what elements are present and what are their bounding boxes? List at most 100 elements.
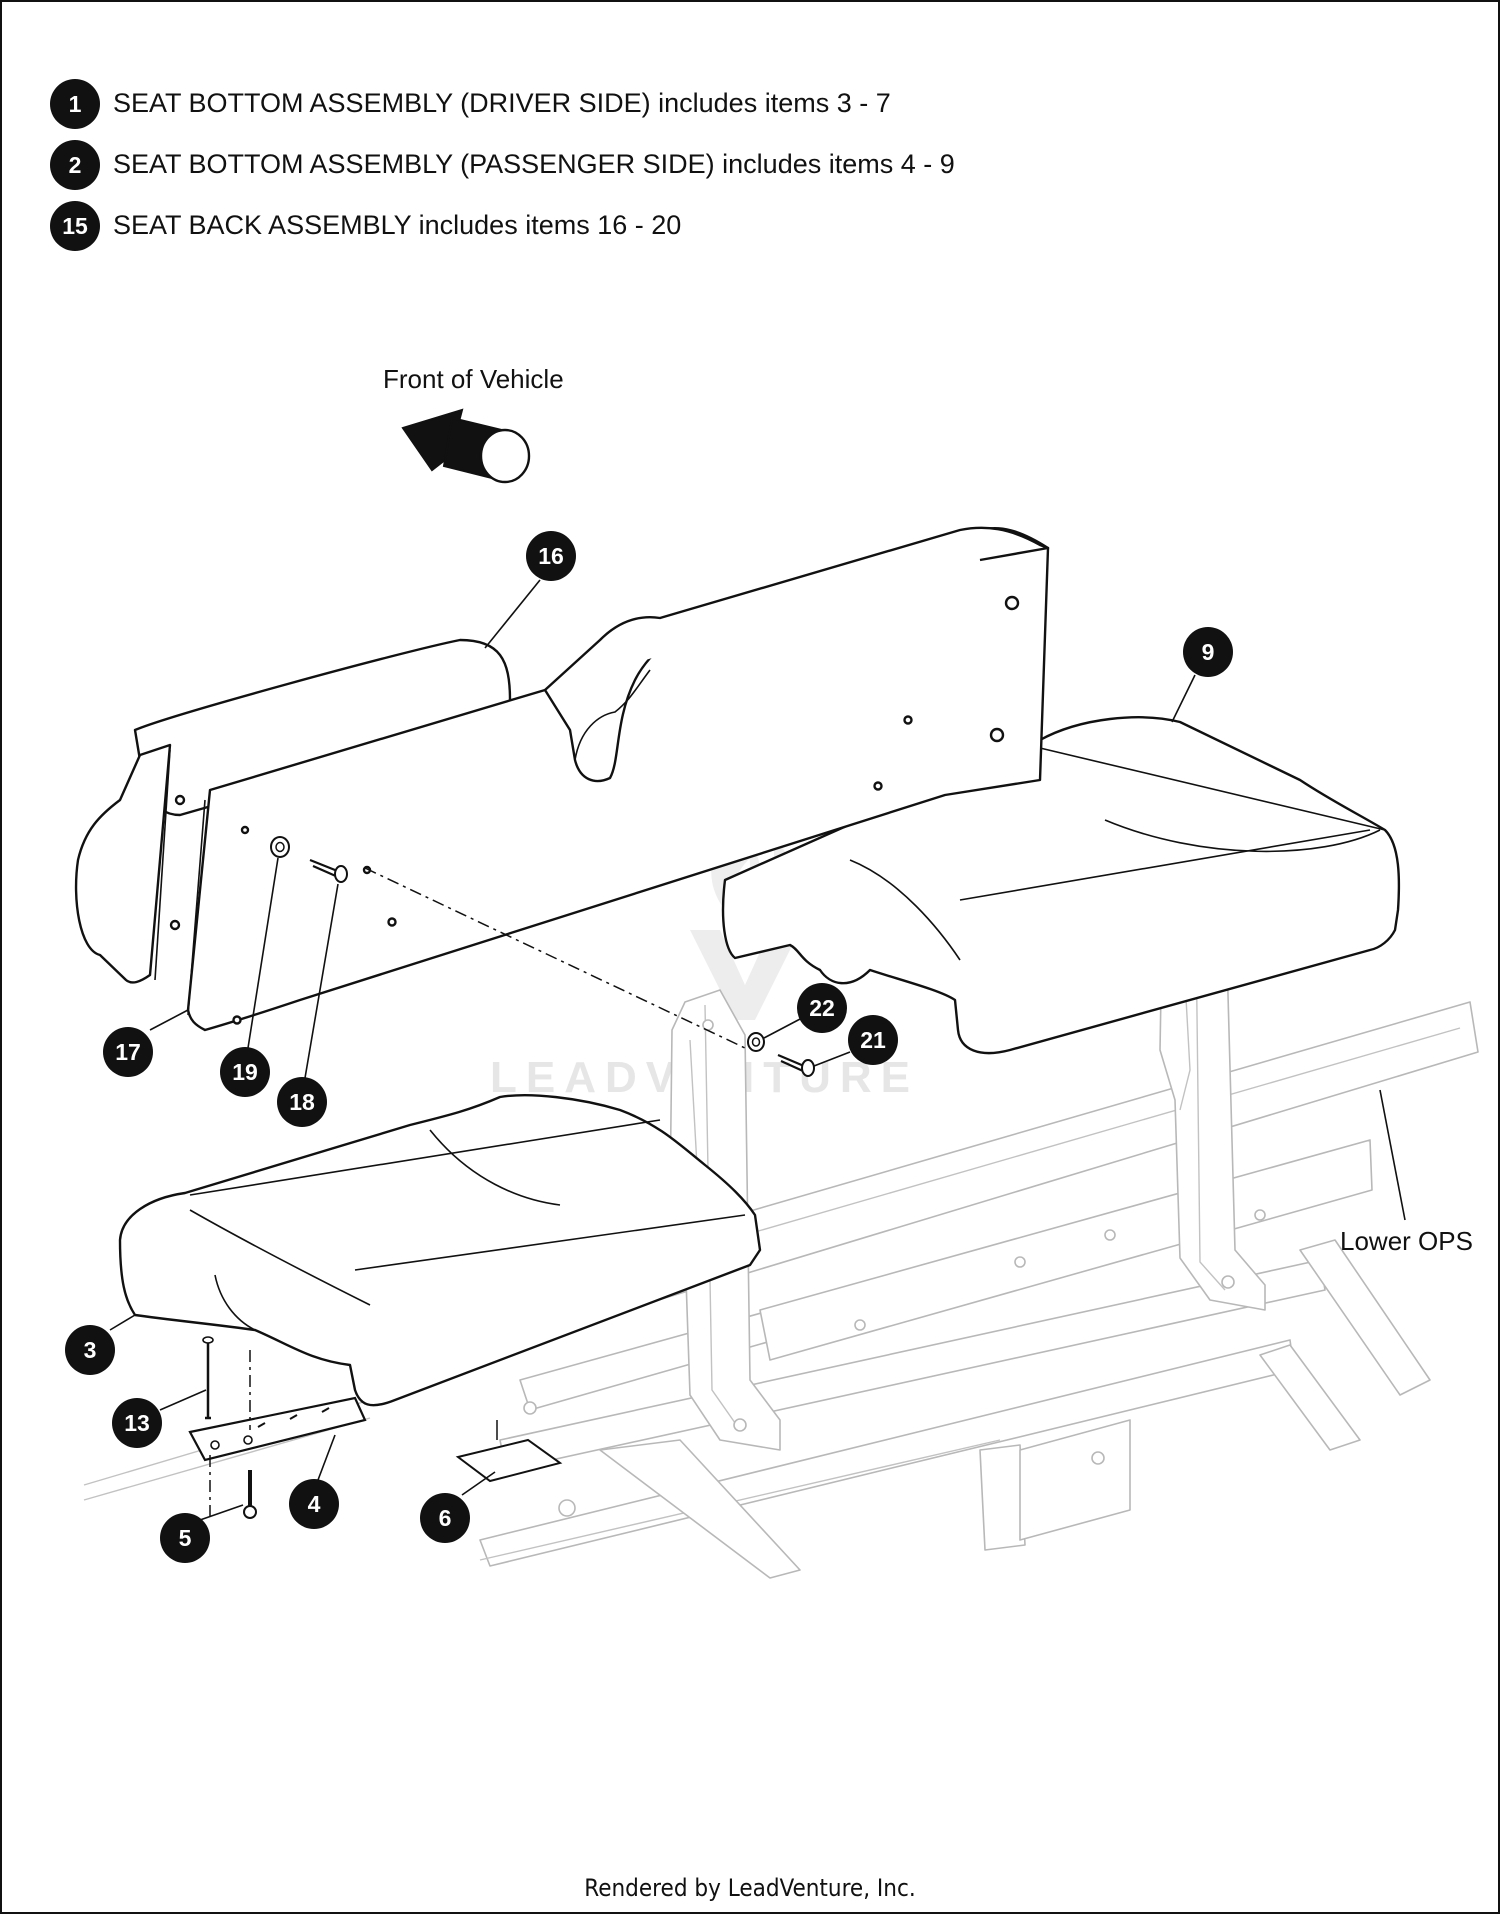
callout-21[interactable]: 21 [813, 1015, 898, 1067]
driver-seat-seam [189, 1119, 661, 1196]
callout-bubble [797, 983, 847, 1033]
legend-entry-2[interactable]: 2 SEAT BOTTOM ASSEMBLY (PASSENGER SIDE) … [50, 140, 955, 190]
legend-bullet [50, 201, 100, 251]
seat-back-panel-face [74, 743, 172, 984]
hardware [270, 836, 815, 1077]
seat-hinge-slots [257, 1407, 330, 1428]
front-of-vehicle-label: Front of Vehicle [383, 364, 564, 394]
seat-back-cushion-notch [574, 669, 651, 761]
hinge-plate-hole [210, 1440, 220, 1450]
callout-bubble [420, 1493, 470, 1543]
callout-number: 9 [1202, 639, 1215, 665]
arrow-tail-icon [479, 428, 531, 484]
frame-crossmember-left [599, 1439, 801, 1579]
legend-number: 2 [69, 152, 82, 178]
callout-3[interactable]: 3 [65, 1314, 136, 1375]
callout-18[interactable]: 18 [277, 883, 339, 1127]
seat-support-left-inner [704, 1004, 741, 1431]
callout-4[interactable]: 4 [289, 1434, 339, 1529]
cushion-hole [232, 1015, 242, 1025]
support-hole [1221, 1275, 1235, 1289]
callout-5[interactable]: 5 [160, 1504, 244, 1563]
callout-number: 22 [809, 995, 835, 1021]
legend-text: SEAT BOTTOM ASSEMBLY (DRIVER SIDE) inclu… [113, 88, 891, 118]
legend-number: 1 [69, 91, 82, 117]
seat-hinge-plate[interactable] [188, 1396, 367, 1462]
frame-floor-rail [479, 1439, 1001, 1561]
decal-6-icon[interactable] [455, 1438, 563, 1483]
cushion-hole [873, 781, 883, 791]
seat-back-cushion-rim [187, 799, 206, 1016]
callout-number: 5 [179, 1525, 192, 1551]
screw-21-head [801, 1059, 815, 1077]
cushion-hole [903, 715, 913, 725]
seat-back-panel[interactable] [74, 638, 514, 984]
callout-bubble [1183, 627, 1233, 677]
callout-16[interactable]: 16 [484, 531, 576, 649]
legend-text: SEAT BOTTOM ASSEMBLY (PASSENGER SIDE) in… [113, 149, 955, 179]
callout-22[interactable]: 22 [763, 983, 847, 1039]
callout-leader [109, 1314, 136, 1331]
callout-6[interactable]: 6 [420, 1471, 496, 1543]
passenger-seat-cushion [721, 716, 1401, 1055]
footer-credit: Rendered by LeadVenture, Inc. [584, 1874, 915, 1902]
legend-entry-1[interactable]: 1 SEAT BOTTOM ASSEMBLY (DRIVER SIDE) inc… [50, 79, 891, 129]
callout-bubble [220, 1047, 270, 1097]
lower-ops-callout: Lower OPS [1340, 1089, 1473, 1256]
callout-number: 4 [308, 1491, 321, 1517]
passenger-seat-contour-2 [1104, 819, 1381, 853]
callout-bubble [848, 1015, 898, 1065]
callout-9[interactable]: 9 [1171, 627, 1233, 723]
frame-crossmember-mid [979, 1444, 1026, 1551]
driver-seat-bottom[interactable] [118, 1094, 762, 1407]
callout-leader [199, 1504, 244, 1521]
callout-bubble [277, 1077, 327, 1127]
callout-leader [304, 883, 339, 1079]
screw-18-head [334, 865, 348, 883]
callout-17[interactable]: 17 [103, 1009, 189, 1077]
support-hole [733, 1418, 747, 1432]
seat-back-panel-edge [154, 749, 171, 981]
legend: 1 SEAT BOTTOM ASSEMBLY (DRIVER SIDE) inc… [50, 79, 955, 251]
callout-number: 3 [84, 1337, 97, 1363]
callouts: 16 9 17 19 18 22 21 [65, 531, 1233, 1563]
watermark-v-icon [690, 930, 800, 1020]
cushion-hole [1004, 595, 1020, 611]
callout-bubble [526, 531, 576, 581]
lower-ops-label: Lower OPS [1340, 1226, 1473, 1256]
callout-bubble [289, 1479, 339, 1529]
callout-leader [763, 1017, 803, 1039]
frame-box [1019, 1419, 1131, 1541]
frame-crossmember-right [1299, 1239, 1431, 1396]
passenger-seat-bottom[interactable] [721, 716, 1401, 1055]
callout-13[interactable]: 13 [112, 1389, 207, 1448]
callout-bubble [103, 1027, 153, 1077]
legend-entry-15[interactable]: 15 SEAT BACK ASSEMBLY includes items 16 … [50, 201, 681, 251]
callout-leader [149, 1009, 189, 1031]
mounting-centerline [364, 867, 746, 1049]
legend-number: 15 [62, 213, 88, 239]
callout-bubble [112, 1398, 162, 1448]
driver-seat-cushion [118, 1094, 762, 1407]
frame-hole [1014, 1256, 1026, 1268]
panel-hole [174, 794, 186, 806]
rivet-13-icon[interactable] [205, 1340, 211, 1420]
callout-number: 16 [538, 543, 564, 569]
callout-leader [317, 1434, 336, 1481]
passenger-seat-seam-front [959, 829, 1371, 901]
seat-back-cushion-top [544, 526, 1050, 691]
washer-22-icon[interactable] [747, 1032, 765, 1052]
callout-19[interactable]: 19 [220, 857, 279, 1097]
cushion-hole [387, 917, 397, 927]
washer-19-icon[interactable] [270, 836, 290, 858]
screw-21-icon[interactable] [777, 1053, 805, 1073]
callout-number: 18 [289, 1089, 315, 1115]
seat-back-cushion[interactable] [186, 526, 1050, 1032]
driver-seat-seam-front [354, 1214, 746, 1271]
callout-leader [461, 1471, 496, 1496]
hinge-plate-hole [243, 1435, 253, 1445]
callout-leader [484, 579, 541, 649]
cushion-hole [240, 825, 250, 835]
washer-22-hole [751, 1037, 761, 1047]
frame-crossmember-far [1259, 1344, 1361, 1451]
